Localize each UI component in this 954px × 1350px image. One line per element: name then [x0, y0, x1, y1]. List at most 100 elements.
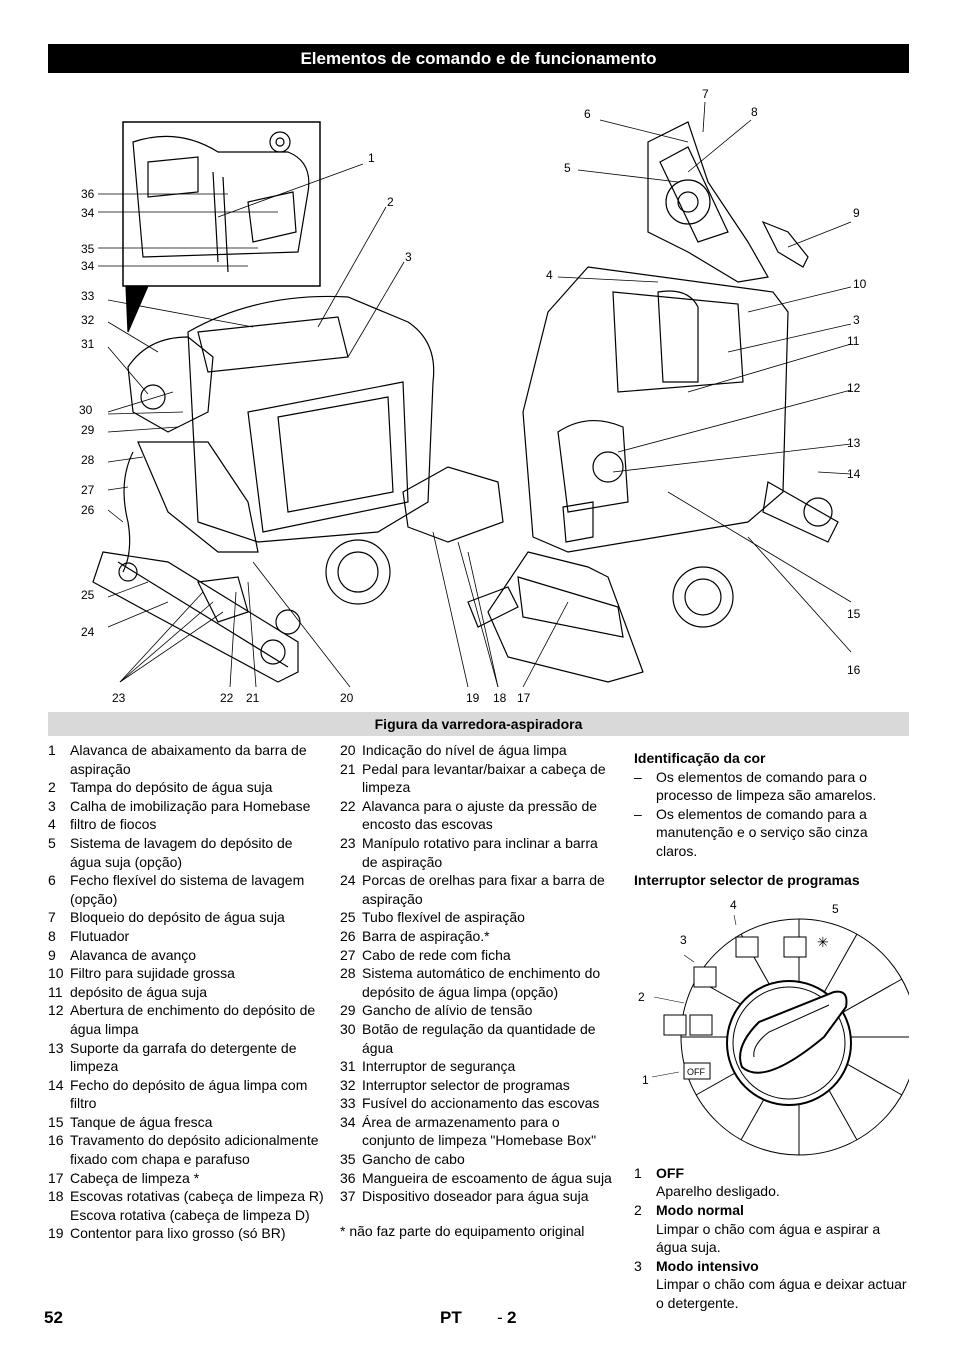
svg-text:28: 28 [81, 453, 95, 467]
program-selector-dial: OFF ✳ 4 5 3 2 1 [638, 898, 918, 1156]
color-id-text: Os elementos de comando para a manutençã… [656, 805, 868, 859]
item-number: 25 [340, 909, 356, 926]
page-number: 52 [44, 1308, 63, 1327]
svg-text:12: 12 [847, 381, 861, 395]
parts-list-col1: 1 Alavanca de abaixamento da barra de asp… [48, 741, 326, 1243]
item-number: 34 [340, 1113, 356, 1130]
item-number: 29 [340, 1002, 356, 1019]
program-description: Aparelho desligado. [656, 1183, 780, 1200]
dial-label: 5 [832, 902, 839, 916]
item-text: Travamento do depósito adicionalmente fi… [70, 1132, 319, 1168]
svg-text:5: 5 [564, 161, 571, 175]
item-text: Gancho de cabo [362, 1151, 465, 1168]
program-number: 1 [634, 1164, 642, 1181]
item-text: Barra de aspiração.* [362, 927, 490, 944]
item-number: 22 [340, 797, 356, 814]
item-number: 15 [48, 1113, 64, 1130]
parts-list-item: 15 Tanque de água fresca [48, 1113, 326, 1132]
selector-heading: Interruptor selector de programas [634, 871, 860, 888]
item-text: Porcas de orelhas para fixar a barra de … [362, 872, 605, 907]
footer-subpage: 2 [507, 1308, 517, 1327]
svg-text:4: 4 [546, 268, 553, 282]
svg-text:15: 15 [847, 607, 861, 621]
item-number: 36 [340, 1169, 356, 1186]
item-number: 5 [48, 834, 56, 851]
item-number: 4 [48, 816, 56, 833]
color-id-text: Os elementos de comando para o processo … [656, 768, 877, 804]
item-number: 27 [340, 946, 356, 963]
svg-text:2: 2 [387, 195, 394, 209]
machine-figure: 1 2 3 36 34 35 34 33 32 31 30 29 28 27 2… [79, 87, 867, 705]
svg-text:16: 16 [847, 663, 861, 677]
item-number [48, 1206, 70, 1225]
info-column: Identificação da cor –Os elementos de co… [634, 741, 918, 1313]
item-text: Tubo flexível de aspiração [362, 909, 525, 926]
item-text: Gancho de alívio de tensão [362, 1002, 533, 1019]
footer-separator: - [497, 1308, 503, 1327]
item-number: 24 [340, 872, 356, 889]
item-number: 8 [48, 927, 56, 944]
item-number: 14 [48, 1076, 64, 1093]
parts-list-item: 24 Porcas de orelhas para fixar a barra d… [340, 871, 612, 908]
item-number: 33 [340, 1095, 356, 1112]
svg-text:14: 14 [847, 467, 861, 481]
item-number: 37 [340, 1188, 356, 1205]
svg-text:18: 18 [493, 691, 507, 705]
svg-text:10: 10 [853, 277, 867, 291]
dial-label: 3 [680, 933, 687, 947]
item-number: 18 [48, 1188, 64, 1205]
item-text: Contentor para lixo grosso (só BR) [70, 1225, 286, 1242]
item-number: 7 [48, 909, 56, 926]
parts-list-item: Escova rotativa (cabeça de limpeza D) [48, 1206, 326, 1225]
item-text: Alavanca para o ajuste da pressão de enc… [362, 797, 598, 833]
dial-label: 4 [730, 898, 737, 912]
item-text: Indicação do nível de água limpa [362, 742, 567, 758]
item-text: Alavanca de abaixamento da barra de aspi… [70, 742, 307, 777]
item-text: Filtro para sujidade grossa [70, 965, 235, 982]
item-text: depósito de água suja [70, 983, 207, 1000]
item-text: Alavanca de avanço [70, 946, 197, 963]
item-text: Tampa do depósito de água suja [70, 779, 273, 796]
item-number: 10 [48, 965, 64, 982]
svg-text:24: 24 [81, 625, 95, 639]
item-number: 26 [340, 927, 356, 944]
parts-list-item: 22 Alavanca para o ajuste da pressão de e… [340, 797, 612, 834]
color-id-heading: Identificação da cor [634, 750, 766, 766]
item-text: Calha de imobilização para Homebase [70, 797, 311, 814]
parts-list-item: 10 Filtro para sujidade grossa [48, 964, 326, 983]
item-text: Tanque de água fresca [70, 1113, 213, 1130]
item-number: 1 [48, 742, 56, 758]
svg-text:20: 20 [340, 691, 354, 705]
item-text: Cabeça de limpeza * [70, 1169, 200, 1186]
svg-text:29: 29 [81, 423, 95, 437]
color-id-item: –Os elementos de comando para a manutenç… [634, 805, 909, 861]
program-description: Limpar o chão com água e aspirar a água … [656, 1220, 881, 1256]
item-text: Área de armazenamento para o conjunto de… [362, 1113, 597, 1149]
item-number: 35 [340, 1151, 356, 1168]
svg-text:30: 30 [79, 403, 93, 417]
item-text: Dispositivo doseador para água suja [362, 1188, 589, 1205]
item-text: Botão de regulação da quantidade de água [362, 1020, 596, 1056]
program-number: 3 [634, 1257, 642, 1274]
item-text: Suporte da garrafa do detergente de limp… [70, 1039, 297, 1075]
svg-text:22: 22 [220, 691, 234, 705]
item-number: 6 [48, 872, 56, 889]
